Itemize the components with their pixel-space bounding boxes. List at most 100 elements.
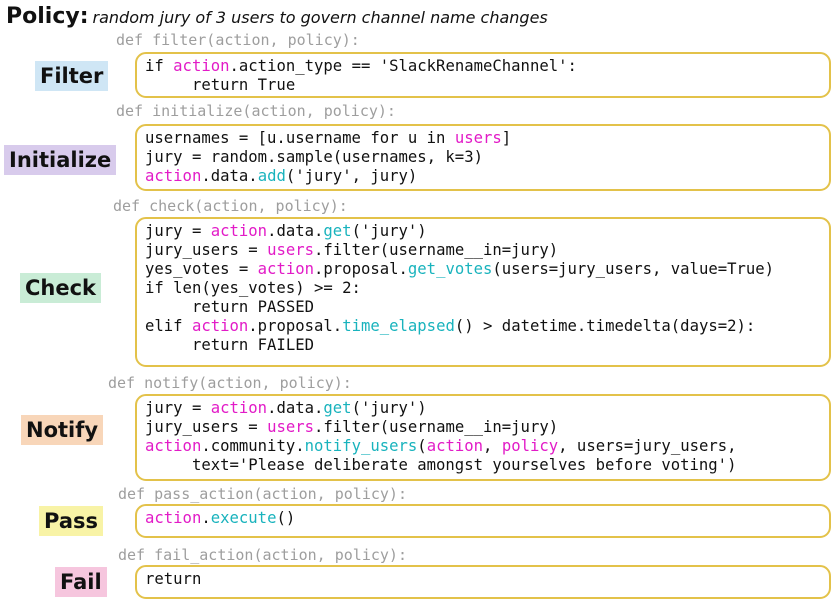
check-def: def check(action, policy):	[113, 197, 348, 215]
code-text-token: jury_users =	[145, 418, 268, 436]
pass-label: Pass	[39, 506, 103, 536]
notify-def: def notify(action, policy):	[108, 374, 352, 392]
code-text-token: .filter(username__in=jury)	[314, 241, 559, 259]
policy-heading: Policy	[6, 4, 80, 29]
code-line: if action.action_type == 'SlackRenameCha…	[145, 57, 821, 76]
code-line: return True	[145, 76, 821, 95]
pass-code-box: action.execute()	[135, 504, 831, 538]
check-code-box: jury = action.data.get('jury')jury_users…	[135, 217, 831, 367]
code-text-token: .proposal.	[248, 317, 343, 335]
filter-def: def filter(action, policy):	[116, 31, 360, 49]
code-line: action.community.notify_users(action, po…	[145, 437, 821, 456]
code-text-token: .action_type == 'SlackRenameChannel':	[229, 57, 577, 75]
code-text-token: return	[145, 570, 202, 588]
code-text-token: (users=jury_users, value=True)	[492, 260, 775, 278]
code-text-token: jury_users =	[145, 241, 268, 259]
code-text-token: return FAILED	[145, 336, 314, 354]
code-object-token: action	[191, 317, 249, 335]
code-text-token: jury =	[145, 222, 211, 240]
code-object-token: action	[145, 509, 202, 527]
filter-label: Filter	[35, 61, 109, 91]
code-text-token: text='Please deliberate amongst yourselv…	[145, 456, 737, 474]
code-line: elif action.proposal.time_elapsed() > da…	[145, 317, 821, 336]
code-text-token: if len(yes_votes) >= 2:	[145, 279, 361, 297]
code-method-token: execute	[210, 509, 277, 527]
code-line: usernames = [u.username for u in users]	[145, 129, 821, 148]
code-line: jury = random.sample(usernames, k=3)	[145, 148, 821, 167]
code-text-token: ('jury')	[351, 222, 427, 240]
code-line: return FAILED	[145, 336, 821, 355]
code-object-token: action	[210, 222, 268, 240]
code-text-token: yes_votes =	[145, 260, 258, 278]
code-object-token: action	[145, 167, 202, 185]
code-object-token: action	[173, 57, 230, 75]
code-method-token: time_elapsed	[342, 317, 455, 335]
code-text-token: elif	[145, 317, 192, 335]
code-text-token: return True	[145, 76, 296, 94]
policy-colon: :	[79, 4, 89, 29]
code-text-token: .	[201, 509, 211, 527]
code-line: if len(yes_votes) >= 2:	[145, 279, 821, 298]
code-line: yes_votes = action.proposal.get_votes(us…	[145, 260, 821, 279]
check-label: Check	[20, 273, 102, 303]
filter-code: if action.action_type == 'SlackRenameCha…	[145, 57, 821, 95]
code-text-token: .data.	[201, 167, 258, 185]
code-text-token: ,	[483, 437, 502, 455]
code-object-token: users	[267, 241, 315, 259]
pass-code: action.execute()	[145, 509, 821, 528]
code-method-token: notify_users	[304, 437, 418, 455]
code-line: action.data.add('jury', jury)	[145, 167, 821, 186]
initialize-def: def initialize(action, policy):	[116, 102, 396, 120]
fail-def: def fail_action(action, policy):	[118, 546, 407, 564]
code-line: jury = action.data.get('jury')	[145, 222, 821, 241]
code-method-token: get_votes	[407, 260, 493, 278]
notify-code: jury = action.data.get('jury')jury_users…	[145, 399, 821, 475]
code-text-token: .community.	[201, 437, 305, 455]
fail-code-box: return	[135, 565, 831, 599]
code-method-token: get	[323, 222, 352, 240]
pass-def: def pass_action(action, policy):	[118, 485, 407, 503]
code-text-token: .data.	[267, 222, 324, 240]
code-text-token: (	[417, 437, 427, 455]
code-object-token: users	[267, 418, 315, 436]
code-object-token: action	[426, 437, 484, 455]
code-text-token: .filter(username__in=jury)	[314, 418, 559, 436]
code-object-token: action	[210, 399, 268, 417]
code-text-token: .proposal.	[314, 260, 408, 278]
code-object-token: action	[257, 260, 315, 278]
code-object-token: policy	[501, 437, 559, 455]
fail-code: return	[145, 570, 821, 589]
initialize-label: Initialize	[4, 145, 117, 175]
code-text-token: , users=jury_users,	[558, 437, 737, 455]
code-text-token: jury =	[145, 399, 211, 417]
code-line: jury_users = users.filter(username__in=j…	[145, 241, 821, 260]
policy-description: random jury of 3 users to govern channel…	[92, 8, 548, 27]
notify-label: Notify	[21, 415, 104, 445]
fail-label: Fail	[55, 567, 107, 597]
code-line: jury_users = users.filter(username__in=j…	[145, 418, 821, 437]
code-text-token: return PASSED	[145, 298, 314, 316]
policy-title: Policy:random jury of 3 users to govern …	[6, 4, 548, 29]
code-text-token: .data.	[267, 399, 324, 417]
code-text-token: ('jury')	[351, 399, 427, 417]
code-method-token: add	[257, 167, 286, 185]
code-object-token: action	[145, 437, 202, 455]
code-object-token: users	[454, 129, 502, 147]
code-method-token: get	[323, 399, 352, 417]
code-text-token: ('jury', jury)	[285, 167, 418, 185]
code-text-token: usernames = [u.username for u in	[145, 129, 455, 147]
filter-code-box: if action.action_type == 'SlackRenameCha…	[135, 52, 831, 98]
notify-code-box: jury = action.data.get('jury')jury_users…	[135, 394, 831, 481]
check-code: jury = action.data.get('jury')jury_users…	[145, 222, 821, 355]
code-text-token: ()	[276, 509, 296, 527]
code-line: return PASSED	[145, 298, 821, 317]
code-line: text='Please deliberate amongst yourselv…	[145, 456, 821, 475]
code-text-token: if	[145, 57, 174, 75]
code-line: return	[145, 570, 821, 589]
code-text-token: () > datetime.timedelta(days=2):	[454, 317, 756, 335]
code-text-token: ]	[501, 129, 512, 147]
code-line: jury = action.data.get('jury')	[145, 399, 821, 418]
initialize-code: usernames = [u.username for u in users]j…	[145, 129, 821, 186]
code-text-token: jury = random.sample(usernames, k=3)	[145, 148, 483, 166]
code-line: action.execute()	[145, 509, 821, 528]
